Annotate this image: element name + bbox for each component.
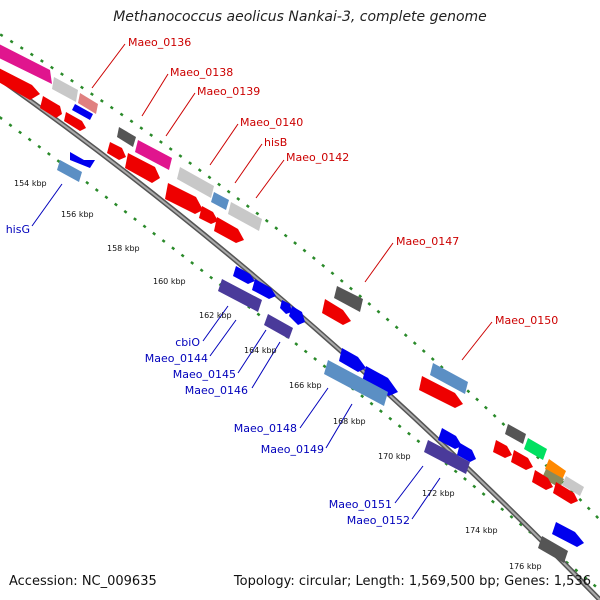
- gene-feature[interactable]: [524, 438, 547, 460]
- tick-label: 174 kbp: [465, 526, 498, 535]
- gene-feature[interactable]: [72, 104, 93, 120]
- gene-feature[interactable]: [252, 279, 276, 299]
- forward-label-lines: [91, 43, 493, 361]
- tick-label: 168 kbp: [333, 417, 366, 426]
- gene-feature[interactable]: [218, 279, 262, 312]
- gene-label[interactable]: Maeo_0145: [173, 368, 236, 381]
- gene-label[interactable]: Maeo_0140: [240, 116, 303, 129]
- gene-label[interactable]: Maeo_0142: [286, 151, 349, 164]
- gene-feature[interactable]: [553, 482, 578, 504]
- gene-feature[interactable]: [57, 160, 82, 182]
- gene-feature[interactable]: [419, 376, 463, 408]
- gene-feature[interactable]: [362, 366, 398, 396]
- gene-label[interactable]: Maeo_0148: [234, 422, 297, 435]
- gene-feature[interactable]: [542, 469, 564, 488]
- gene-label[interactable]: cbiO: [175, 336, 200, 349]
- gene-label[interactable]: Maeo_0152: [347, 514, 410, 527]
- gene-feature[interactable]: [70, 152, 95, 168]
- tick-label: 158 kbp: [107, 244, 140, 253]
- gene-feature[interactable]: [135, 140, 172, 170]
- tick-label: 156 kbp: [61, 210, 94, 219]
- gene-label[interactable]: Maeo_0144: [145, 352, 208, 365]
- gene-label[interactable]: Maeo_0149: [261, 443, 324, 456]
- reverse-gene-labels: hisG cbiO Maeo_0144 Maeo_0145 Maeo_0146 …: [6, 223, 410, 527]
- gene-feature[interactable]: [505, 424, 526, 444]
- gene-feature[interactable]: [424, 440, 470, 474]
- gene-feature[interactable]: [0, 66, 40, 100]
- gene-label[interactable]: Maeo_0136: [128, 36, 191, 49]
- gene-feature[interactable]: [334, 286, 363, 312]
- gene-feature[interactable]: [177, 167, 214, 198]
- gene-label[interactable]: Maeo_0138: [170, 66, 233, 79]
- tick-label: 160 kbp: [153, 277, 186, 286]
- gene-label[interactable]: hisG: [6, 223, 30, 236]
- gene-feature[interactable]: [40, 96, 62, 118]
- gene-feature[interactable]: [532, 470, 553, 490]
- gene-feature[interactable]: [117, 127, 136, 147]
- gene-feature[interactable]: [322, 299, 351, 325]
- tick-label: 176 kbp: [509, 562, 542, 571]
- tick-label: 170 kbp: [378, 452, 411, 461]
- gene-feature[interactable]: [562, 476, 584, 496]
- gene-feature[interactable]: [289, 306, 305, 325]
- reverse-features: [57, 152, 584, 563]
- gene-feature[interactable]: [228, 202, 262, 231]
- gene-label[interactable]: Maeo_0146: [185, 384, 248, 397]
- gene-feature[interactable]: [125, 153, 160, 183]
- gene-feature[interactable]: [199, 206, 218, 224]
- reverse-label-lines: [31, 183, 441, 520]
- tick-label: 172 kbp: [422, 489, 455, 498]
- gene-feature[interactable]: [511, 450, 533, 470]
- tick-label: 162 kbp: [199, 311, 232, 320]
- gene-feature[interactable]: [64, 112, 86, 131]
- forward-features: [0, 42, 584, 504]
- gene-label[interactable]: Maeo_0139: [197, 85, 260, 98]
- tick-label: 166 kbp: [289, 381, 322, 390]
- gene-feature[interactable]: [0, 42, 52, 84]
- gene-feature[interactable]: [264, 314, 293, 339]
- gene-label[interactable]: Maeo_0151: [329, 498, 392, 511]
- gene-feature[interactable]: [545, 459, 566, 480]
- gene-label[interactable]: Maeo_0150: [495, 314, 558, 327]
- gene-feature[interactable]: [52, 77, 78, 102]
- gene-feature[interactable]: [107, 142, 126, 160]
- gene-feature[interactable]: [214, 217, 244, 243]
- gene-feature[interactable]: [339, 348, 366, 372]
- tick-label: 154 kbp: [14, 179, 47, 188]
- gene-feature[interactable]: [324, 360, 388, 406]
- accession-text: Accession: NC_009635: [9, 574, 157, 589]
- gene-feature[interactable]: [438, 428, 462, 449]
- gene-feature[interactable]: [165, 183, 203, 214]
- gene-feature[interactable]: [78, 93, 98, 114]
- gene-feature[interactable]: [211, 192, 229, 210]
- gene-feature[interactable]: [280, 300, 292, 314]
- map-title: Methanococcus aeolicus Nankai-3, complet…: [113, 9, 487, 25]
- gene-feature[interactable]: [430, 363, 468, 394]
- inner-dotted-track: [0, 115, 600, 591]
- gene-label[interactable]: Maeo_0147: [396, 235, 459, 248]
- gene-label[interactable]: hisB: [264, 136, 287, 149]
- forward-gene-labels: Maeo_0136 Maeo_0138 Maeo_0139 Maeo_0140 …: [128, 36, 558, 327]
- gene-feature[interactable]: [538, 536, 568, 563]
- gene-feature[interactable]: [493, 440, 512, 458]
- gene-feature[interactable]: [552, 522, 584, 547]
- gene-feature[interactable]: [233, 266, 255, 284]
- genome-summary-text: Topology: circular; Length: 1,569,500 bp…: [233, 574, 591, 589]
- tick-label: 164 kbp: [244, 346, 277, 355]
- gene-feature[interactable]: [457, 443, 476, 462]
- tick-labels: 154 kbp 156 kbp 158 kbp 160 kbp 162 kbp …: [14, 179, 542, 571]
